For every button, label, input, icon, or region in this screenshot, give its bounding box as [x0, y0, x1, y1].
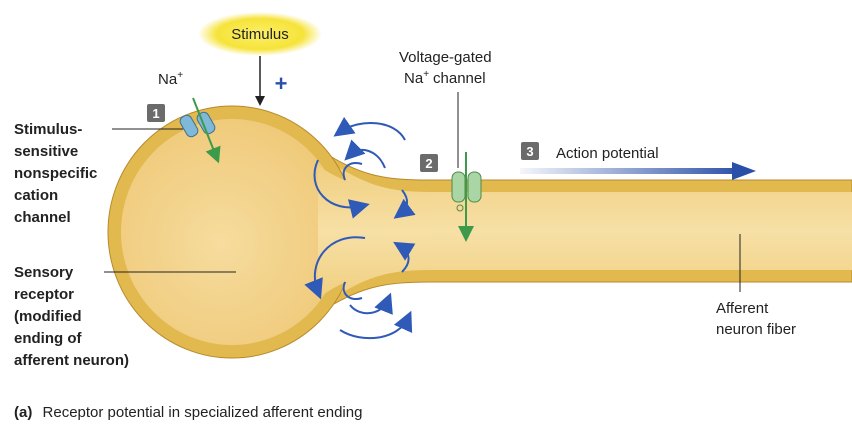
- step-2-number: 2: [425, 156, 432, 171]
- caption-text: Receptor potential in specialized affere…: [42, 404, 363, 421]
- local-currents-top: [313, 116, 416, 219]
- na-label: Na+: [158, 70, 183, 88]
- figure-caption: (a) Receptor potential in specialized af…: [14, 404, 362, 421]
- step-1-badge: [147, 104, 165, 122]
- step-1-number: 1: [152, 106, 159, 121]
- svg-text:sensitive: sensitive: [14, 143, 78, 160]
- svg-text:Afferent: Afferent: [716, 300, 769, 317]
- stimulus-label: Stimulus: [231, 26, 289, 43]
- local-currents-bottom: [304, 236, 416, 340]
- stimulus-channel-label: Stimulus- sensitive nonspecific cation c…: [14, 121, 97, 226]
- plus-sign: +: [275, 71, 288, 96]
- voltage-gated-channel-icon: [451, 171, 482, 212]
- svg-text:(modified: (modified: [14, 308, 82, 325]
- action-potential-arrowhead: [732, 162, 756, 180]
- sensory-receptor-label: Sensory receptor (modified ending of aff…: [14, 264, 129, 369]
- svg-text:nonspecific: nonspecific: [14, 165, 97, 182]
- svg-text:ending of: ending of: [14, 330, 82, 347]
- svg-text:cation: cation: [14, 187, 58, 204]
- step-2-badge: [420, 154, 438, 172]
- action-potential-label: Action potential: [556, 145, 659, 162]
- svg-text:Sensory: Sensory: [14, 264, 74, 281]
- voltage-gated-label-line1: Voltage-gated: [399, 49, 492, 66]
- step-3-badge: [521, 142, 539, 160]
- voltage-gated-label-line2: Na+channel: [404, 69, 486, 87]
- svg-text:receptor: receptor: [14, 286, 74, 303]
- stimulus-glow: [198, 12, 322, 56]
- caption-tag: (a): [14, 404, 33, 421]
- receptor-bulb-inner: [121, 119, 343, 345]
- na-influx-arrow-1: [192, 97, 221, 164]
- svg-text:Stimulus-: Stimulus-: [14, 121, 82, 138]
- action-potential-arrow-shaft: [520, 168, 742, 174]
- svg-text:channel: channel: [14, 209, 71, 226]
- step-3-number: 3: [526, 144, 533, 159]
- svg-text:neuron fiber: neuron fiber: [716, 321, 796, 338]
- afferent-fiber-label: Afferent neuron fiber: [716, 300, 796, 338]
- svg-text:afferent neuron): afferent neuron): [14, 352, 129, 369]
